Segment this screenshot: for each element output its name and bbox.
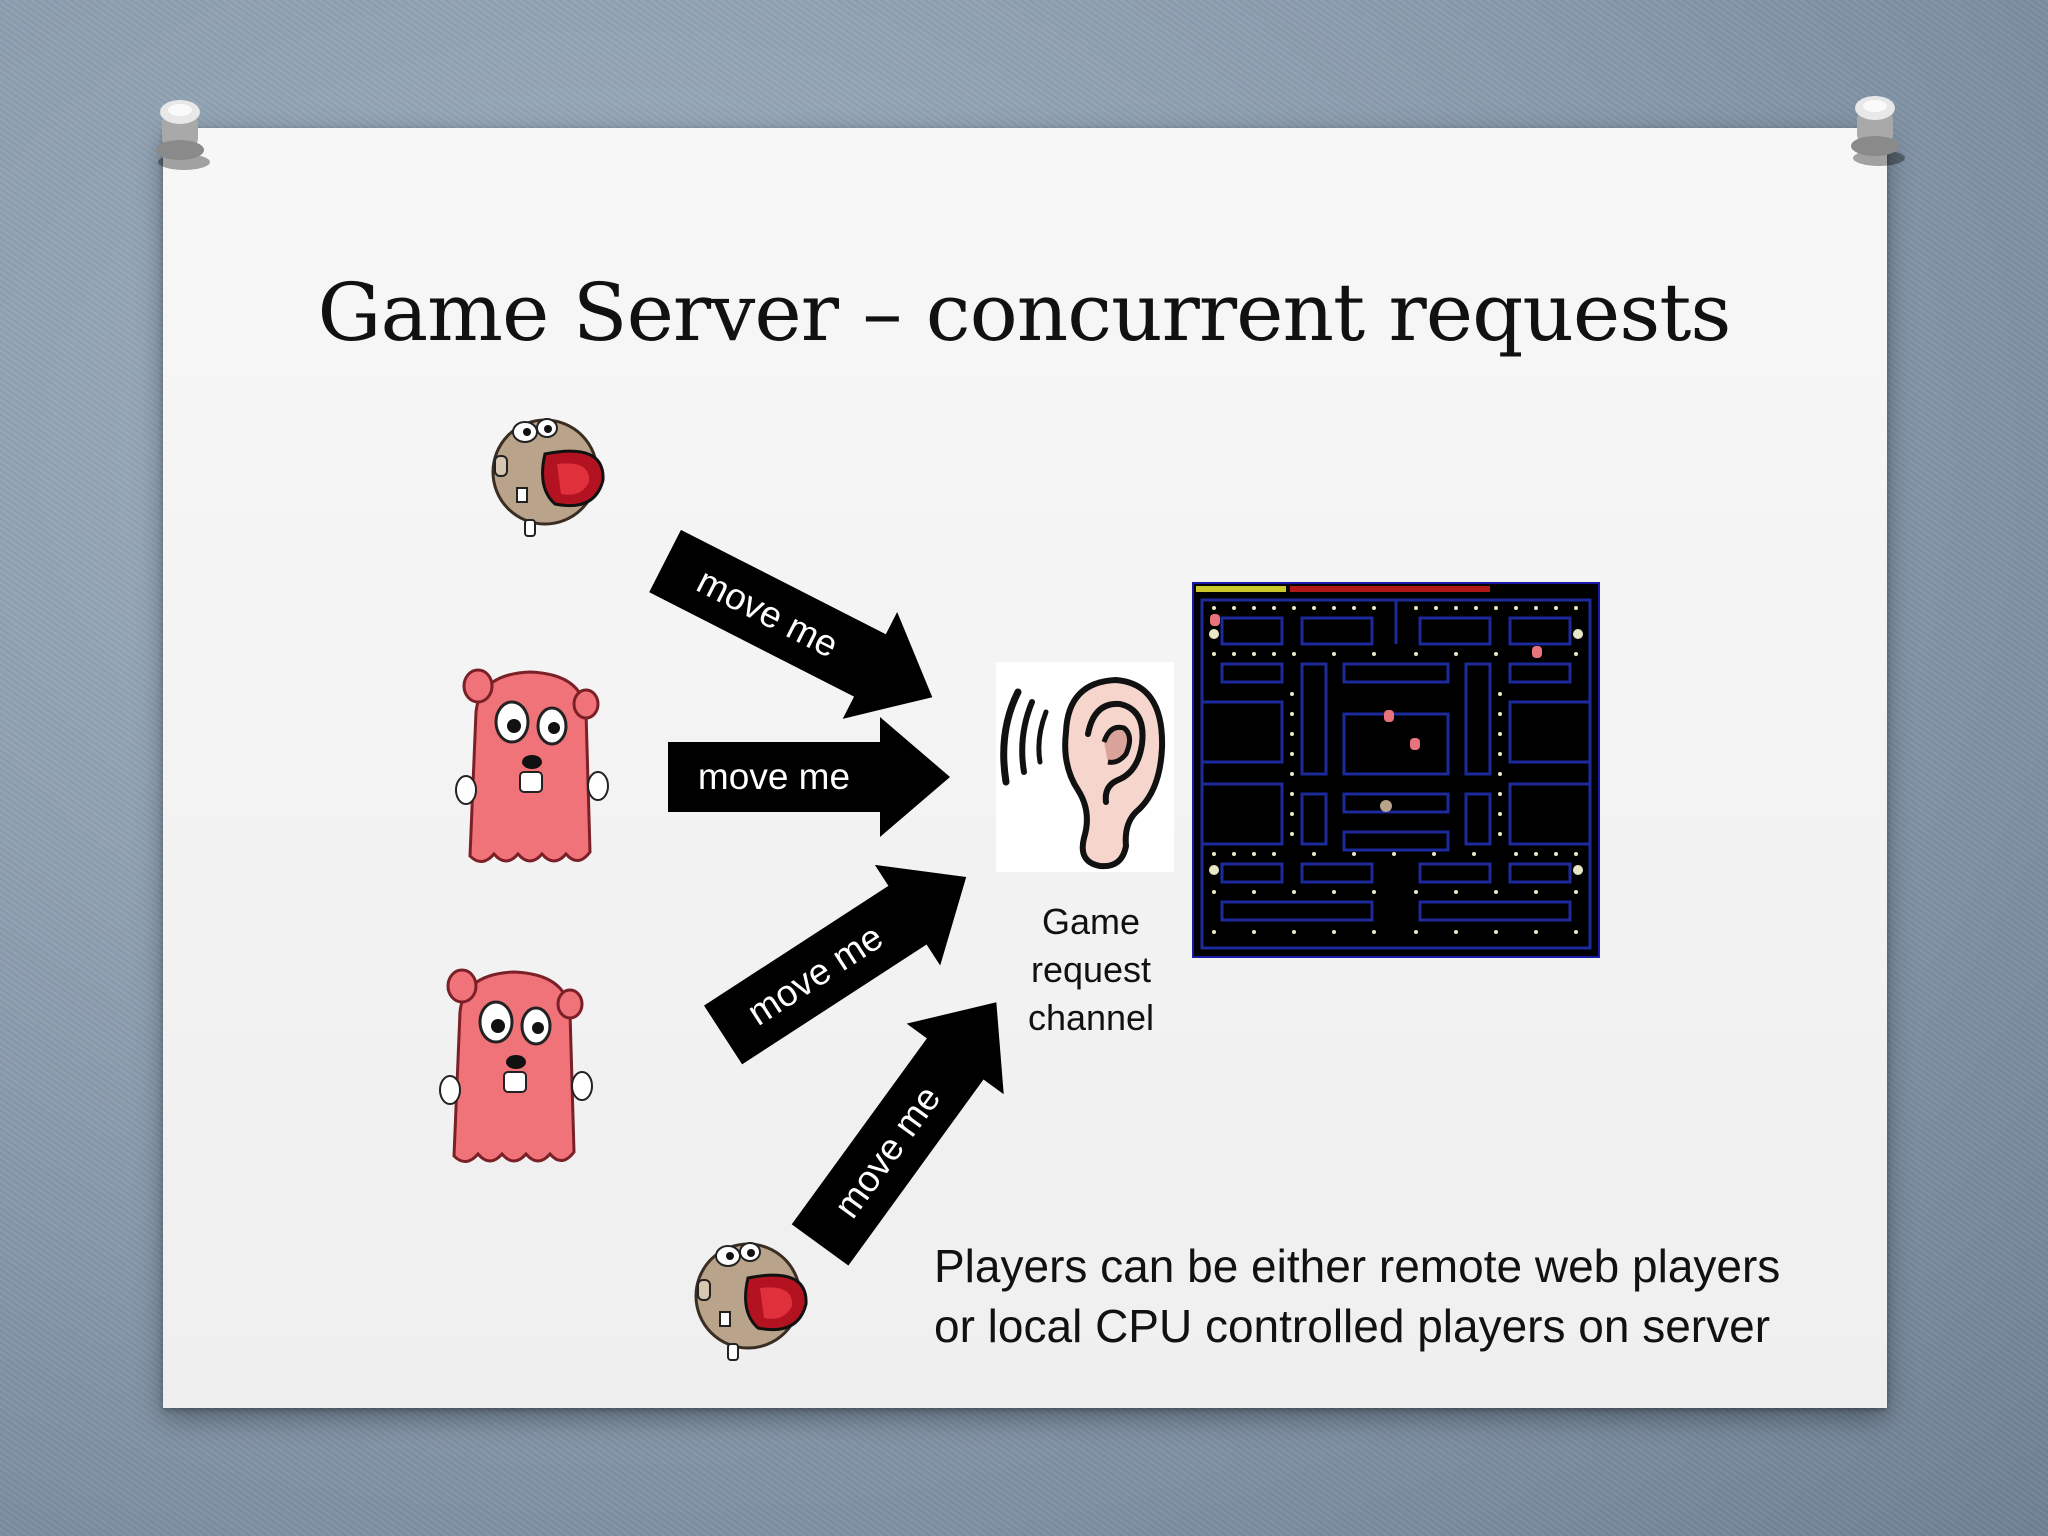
gopher-icon xyxy=(491,418,605,537)
note-line: or local CPU controlled players on serve… xyxy=(934,1300,1771,1352)
arrow-shape xyxy=(703,864,967,1065)
game-request-channel-label: Game request channel xyxy=(1000,898,1182,1042)
ear-icon-box xyxy=(996,662,1174,872)
channel-label-line: channel xyxy=(1027,997,1155,1038)
ear-icon xyxy=(1000,676,1166,870)
arrow-label: move me xyxy=(697,756,851,797)
maze-graphic xyxy=(1194,584,1598,956)
move-request-arrow: move me xyxy=(649,529,948,729)
gopher-icon xyxy=(694,1242,808,1361)
channel-label-line: request xyxy=(1030,949,1152,990)
pacman-board-icon xyxy=(1192,582,1600,958)
arrow-shape xyxy=(649,529,933,719)
pushpin-icon xyxy=(1851,96,1905,166)
arrow-shape xyxy=(791,1002,1004,1266)
move-request-arrow: move me xyxy=(703,848,985,1065)
move-request-arrow: move me xyxy=(791,982,1025,1266)
channel-label-line: Game xyxy=(1041,901,1141,942)
players-note: Players can be either remote web players… xyxy=(934,1236,1894,1356)
ghost-gopher-icon xyxy=(455,668,609,863)
arrow-shape xyxy=(668,717,950,837)
ghost-gopher-icon xyxy=(439,968,593,1163)
slide-title: Game Server – concurrent requests xyxy=(317,266,1732,359)
pushpin-icon xyxy=(156,100,210,170)
move-request-arrow: move me xyxy=(668,717,950,837)
note-line: Players can be either remote web players xyxy=(934,1240,1781,1292)
